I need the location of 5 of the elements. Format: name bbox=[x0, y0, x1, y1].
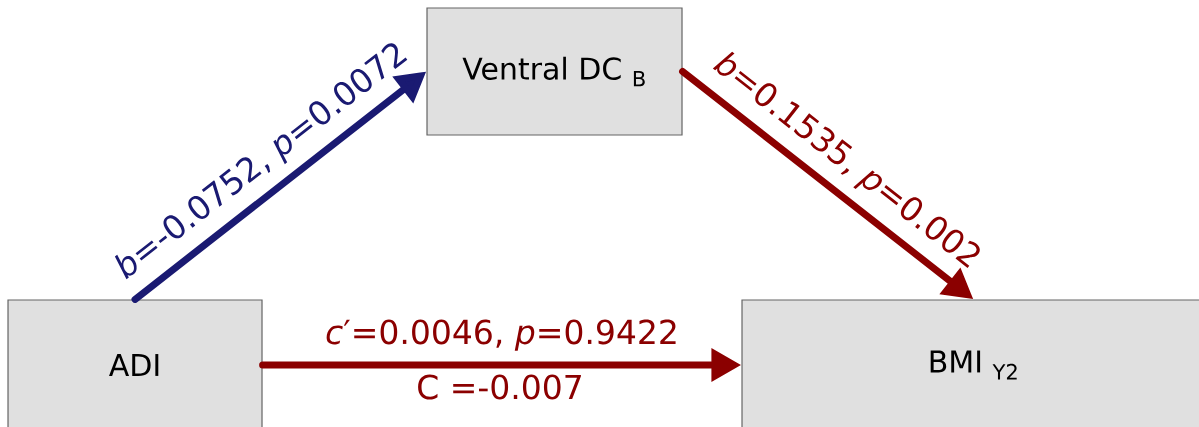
variable-box: BMI $_{Y2}$ bbox=[741, 299, 1199, 427]
variable-box: ADI bbox=[7, 299, 263, 427]
edge-label: c′=0.0046, p=0.9422 bbox=[326, 319, 676, 351]
coefficient-label: C =-0.007 bbox=[418, 374, 581, 400]
variable-box: Ventral DC $_{B}$ bbox=[426, 7, 683, 136]
